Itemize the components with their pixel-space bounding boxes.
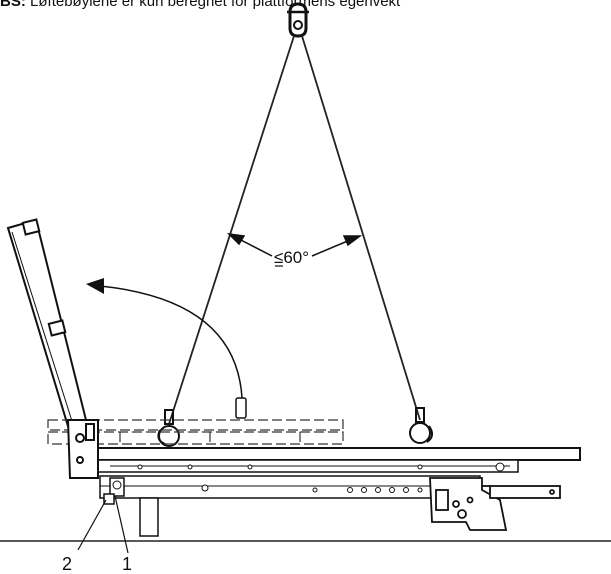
angle-indicator	[226, 232, 363, 257]
rear-lift-mechanism	[429, 477, 561, 531]
hinge-bracket	[66, 419, 99, 479]
rotation-arrow	[86, 278, 247, 419]
left-lifting-hook	[157, 409, 180, 447]
right-lifting-hook	[409, 407, 433, 444]
header-caption: BS: Løftebøylene er kun beregnet for pla…	[0, 0, 400, 10]
tilted-ramp	[6, 218, 92, 448]
crane-shackle	[287, 2, 309, 38]
lifting-slings	[168, 35, 421, 425]
header-text: Løftebøylene er kun beregnet for plattfo…	[30, 0, 401, 10]
header-prefix: BS:	[0, 0, 26, 10]
callout-leaders	[77, 495, 129, 554]
folded-ramp-outline	[47, 419, 344, 445]
angle-label: ≤60°	[274, 248, 309, 267]
callout-1: 1	[122, 554, 132, 574]
callout-2: 2	[62, 554, 72, 574]
platform-deck	[91, 447, 581, 473]
chassis-frame	[99, 475, 481, 537]
